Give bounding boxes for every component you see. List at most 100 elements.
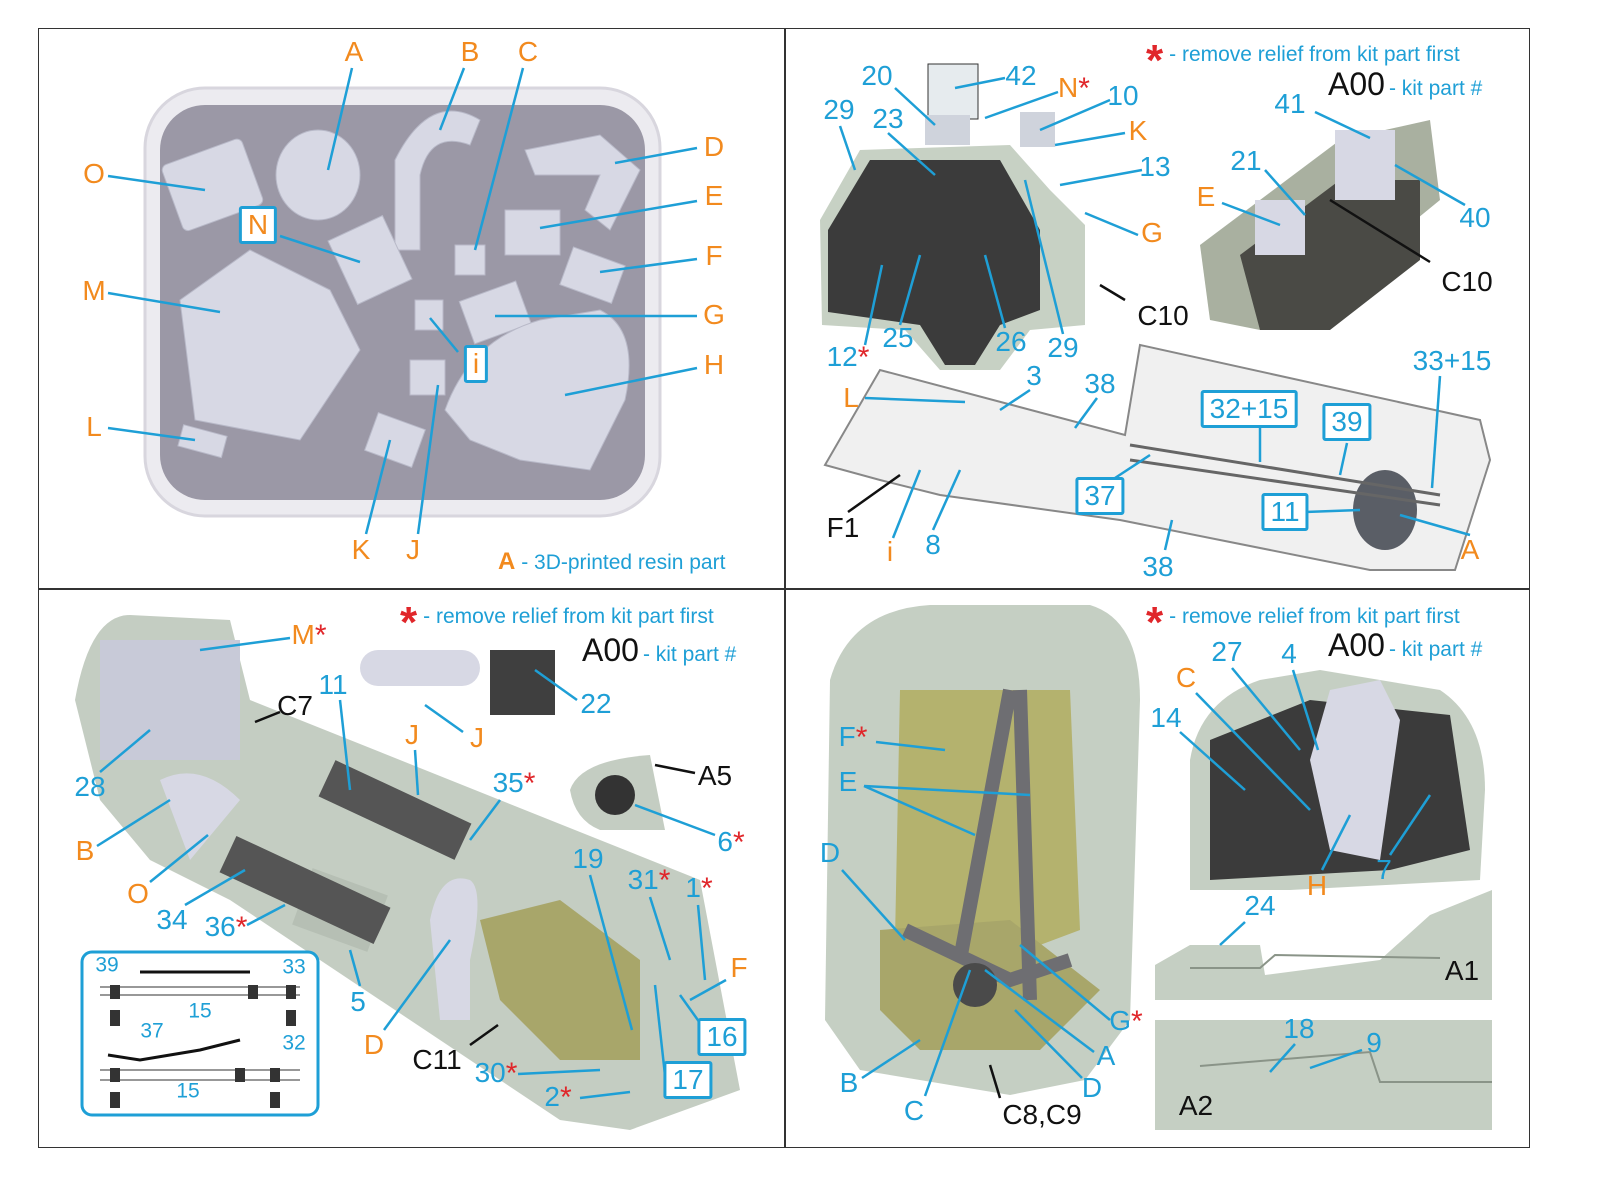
part-label: 21 bbox=[1230, 145, 1262, 176]
cockpit-tub-illustration bbox=[75, 615, 740, 1130]
kit-code: A00 bbox=[1328, 66, 1385, 102]
red-asterisk-icon: * bbox=[1146, 598, 1164, 647]
kit-part-label: F1 bbox=[826, 512, 860, 543]
part-label: B bbox=[460, 36, 480, 67]
part-label: 11 bbox=[318, 669, 348, 700]
kit-code: A00 bbox=[582, 632, 639, 668]
part-label: G bbox=[703, 299, 725, 330]
part-label-boxed: 32+15 bbox=[1200, 390, 1298, 428]
legend-kit-part: A00- kit part # bbox=[1328, 627, 1482, 664]
instrument-panel-illustration bbox=[820, 63, 1492, 571]
part-label: 42 bbox=[1005, 60, 1037, 91]
part-label-boxed: 16 bbox=[697, 1018, 747, 1056]
red-asterisk-icon: * bbox=[1146, 36, 1164, 85]
part-label: 6 bbox=[717, 828, 744, 858]
part-label-boxed: 11 bbox=[1261, 493, 1309, 531]
part-label: 24 bbox=[1244, 890, 1276, 921]
inset-label: 15 bbox=[176, 1079, 200, 1103]
part-label: B bbox=[75, 835, 95, 866]
part-label: 30 bbox=[475, 1059, 518, 1089]
part-label: G bbox=[1141, 217, 1163, 248]
part-label: 8 bbox=[925, 529, 941, 560]
part-label: O bbox=[127, 878, 149, 909]
part-label: 23 bbox=[872, 103, 904, 134]
panel3-leader-lines bbox=[96, 636, 727, 1100]
kit-part-label: A5 bbox=[697, 760, 733, 791]
part-label: K bbox=[351, 534, 371, 565]
part-label: 41 bbox=[1274, 88, 1306, 119]
part-label: 14 bbox=[1150, 702, 1182, 733]
part-label: G bbox=[1109, 1007, 1142, 1037]
part-label: 29 bbox=[823, 94, 855, 125]
part-label: H bbox=[703, 349, 725, 380]
part-label: 5 bbox=[350, 986, 366, 1017]
panel1-leader-lines bbox=[107, 67, 698, 535]
part-label: 40 bbox=[1459, 202, 1491, 233]
inset-label: 15 bbox=[188, 999, 212, 1023]
part-label-boxed: 39 bbox=[1322, 403, 1372, 441]
legend-kit-part: A00- kit part # bbox=[582, 632, 736, 669]
panel4-leader-lines bbox=[841, 667, 1432, 1097]
part-label: 34 bbox=[156, 904, 188, 935]
inset-rail-diagram bbox=[80, 950, 320, 1117]
inset-label: 39 bbox=[95, 953, 119, 977]
part-label: D bbox=[1081, 1072, 1103, 1103]
kit-part-label: A2 bbox=[1178, 1090, 1214, 1121]
part-label: 38 bbox=[1084, 368, 1116, 399]
part-label: 3 bbox=[1026, 360, 1042, 391]
part-label: 12 bbox=[827, 343, 870, 373]
part-label: F bbox=[730, 952, 748, 983]
caption-text: - 3D-printed resin part bbox=[521, 551, 726, 574]
part-label: B bbox=[839, 1067, 859, 1098]
part-label: M bbox=[82, 275, 106, 306]
kit-part-label: A1 bbox=[1444, 955, 1480, 986]
part-label: 18 bbox=[1283, 1013, 1315, 1044]
part-label: 7 bbox=[1376, 854, 1392, 885]
caption-letter: A bbox=[498, 548, 516, 575]
part-label: H bbox=[1306, 870, 1328, 901]
legend-kit-part: A00- kit part # bbox=[1328, 66, 1482, 103]
legend-remove-relief: *- remove relief from kit part first bbox=[400, 598, 714, 648]
part-label: C bbox=[517, 36, 539, 67]
part-label-boxed: 37 bbox=[1075, 477, 1125, 515]
part-label: E bbox=[838, 766, 858, 797]
part-label: 35 bbox=[493, 769, 536, 799]
part-label: L bbox=[843, 382, 859, 413]
part-label: F bbox=[839, 723, 868, 753]
part-label: D bbox=[363, 1029, 385, 1060]
part-label: 36 bbox=[205, 913, 248, 943]
part-label: 2 bbox=[544, 1083, 571, 1113]
kit-part-label: C10 bbox=[1137, 300, 1189, 331]
red-asterisk-icon: * bbox=[400, 598, 418, 647]
part-label-boxed: 17 bbox=[663, 1061, 713, 1099]
part-label: D bbox=[703, 131, 725, 162]
part-label: F bbox=[705, 240, 723, 271]
part-label: C bbox=[903, 1095, 925, 1126]
legend-text: - kit part # bbox=[1388, 638, 1483, 661]
resin-part-caption: A - 3D-printed resin part bbox=[498, 548, 725, 576]
inset-label: 33 bbox=[282, 955, 306, 979]
part-label: 38 bbox=[1142, 551, 1174, 582]
part-label: 1 bbox=[685, 874, 712, 904]
inset-label: 37 bbox=[140, 1019, 164, 1043]
part-label: C bbox=[1175, 662, 1197, 693]
inset-label: 32 bbox=[282, 1031, 306, 1055]
part-label: 33+15 bbox=[1412, 345, 1492, 376]
part-label-boxed: i bbox=[463, 345, 489, 383]
legend-remove-relief: *- remove relief from kit part first bbox=[1146, 598, 1460, 648]
part-label: 4 bbox=[1281, 638, 1297, 669]
kit-part-label: C7 bbox=[277, 690, 313, 721]
resin-parts-tray bbox=[143, 86, 662, 518]
legend-text: - remove relief from kit part first bbox=[423, 605, 714, 628]
part-label: A bbox=[1460, 534, 1480, 565]
legend-text: - kit part # bbox=[1388, 77, 1483, 100]
part-label: 9 bbox=[1366, 1027, 1382, 1058]
legend-text: - remove relief from kit part first bbox=[1169, 43, 1460, 66]
part-label: A bbox=[344, 36, 364, 67]
part-label: O bbox=[83, 158, 105, 189]
part-label: 19 bbox=[572, 843, 604, 874]
part-label: J bbox=[470, 722, 484, 753]
part-label: 25 bbox=[882, 322, 914, 353]
part-label: K bbox=[1128, 115, 1148, 146]
